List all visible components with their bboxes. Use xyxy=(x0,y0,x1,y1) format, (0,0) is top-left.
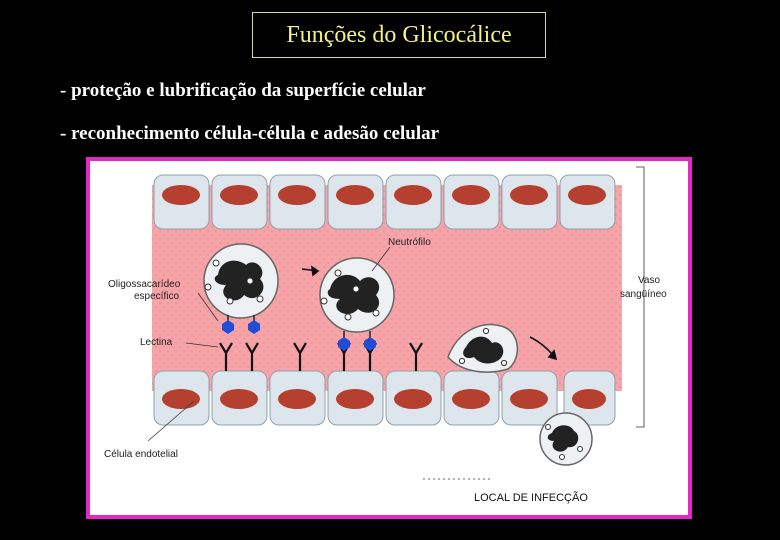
label-endothelial-cell: Célula endotelial xyxy=(104,449,178,460)
label-neutrophil: Neutrófilo xyxy=(388,237,431,248)
bottom-endothelial-row xyxy=(153,370,616,426)
label-vessel-1: Vaso xyxy=(638,275,660,286)
neutrophil-2 xyxy=(319,257,395,351)
leader-lines xyxy=(147,166,645,480)
slide-title: Funções do Glicocálice xyxy=(286,21,512,48)
neutrophil-1 xyxy=(203,243,279,334)
top-endothelial-row xyxy=(153,174,616,230)
label-vessel-2: sangüíneo xyxy=(620,289,667,300)
label-oligosaccharide-1: Oligossacarídeo xyxy=(108,279,181,290)
neutrophil-3 xyxy=(447,323,518,373)
label-oligosaccharide-2: específico xyxy=(134,291,179,302)
figure-diagram: Neutrófilo Oligossacarídeo específico Le… xyxy=(90,161,688,515)
migration-arrows xyxy=(301,265,558,361)
bullet-recognition: - reconhecimento célula-célula e adesão … xyxy=(60,123,440,144)
label-lectin: Lectina xyxy=(140,337,173,348)
glycocalyx-figure: Neutrófilo Oligossacarídeo específico Le… xyxy=(86,157,692,519)
bullet-protection: - proteção e lubrificação da superfície … xyxy=(60,80,426,101)
label-infection-site: LOCAL DE INFECÇÃO xyxy=(474,491,588,504)
neutrophil-4 xyxy=(539,412,593,466)
slide-title-box: Funções do Glicocálice xyxy=(252,12,546,58)
